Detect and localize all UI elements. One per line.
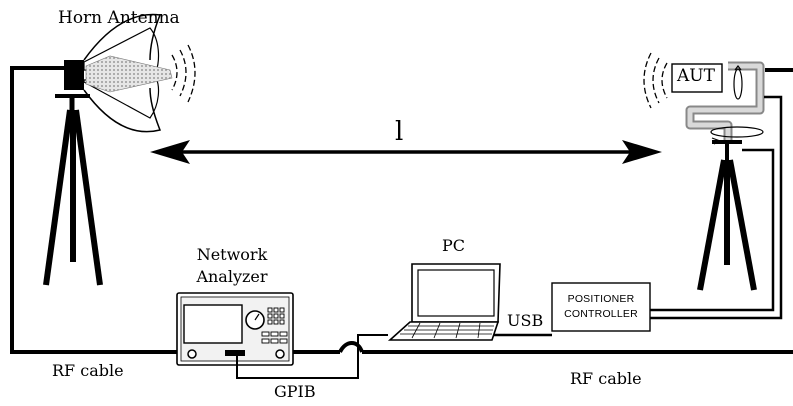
network-analyzer <box>176 292 294 366</box>
network-analyzer-label-line2: Analyzer <box>196 267 268 286</box>
pc-label: PC <box>442 236 466 255</box>
laptop-pc <box>387 263 501 341</box>
aut-tripod <box>697 140 757 291</box>
aut-box <box>671 63 723 93</box>
radiation-waves-right <box>643 52 668 109</box>
aut-label: AUT <box>677 66 715 86</box>
aut-positioner-arm <box>685 61 765 145</box>
rf-cable-left <box>10 66 195 354</box>
usb-label: USB <box>507 311 544 330</box>
gpib-label: GPIB <box>274 382 316 401</box>
horn-antenna-label: Horn Antenna <box>58 8 180 28</box>
horn-antenna <box>64 13 173 133</box>
rf-cable-right-label: RF cable <box>570 369 642 388</box>
positioner-controller-label-line1: POSITIONER <box>567 293 635 305</box>
gpib-cable <box>236 334 388 379</box>
network-analyzer-label-line1: Network <box>196 245 268 264</box>
positioner-controller-box <box>551 282 651 332</box>
horn-tripod <box>43 94 103 286</box>
distance-arrow <box>150 140 662 164</box>
rf-cable-left-label: RF cable <box>52 361 124 380</box>
positioner-controller-label-line2: CONTROLLER <box>564 308 638 320</box>
distance-label: l <box>395 117 404 147</box>
radiation-waves-left <box>171 44 196 103</box>
